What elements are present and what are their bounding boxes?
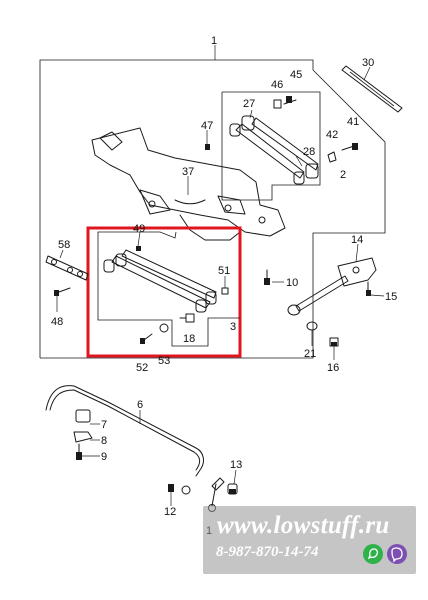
callout-7: 7 (101, 419, 107, 431)
callout-37: 37 (182, 166, 194, 178)
bracket-part-58 (45, 249, 89, 312)
callout-46: 46 (271, 79, 283, 91)
viber-icon (387, 544, 407, 564)
callout-8: 8 (101, 435, 107, 447)
callout-labels: 1 30 45 46 27 47 41 42 28 37 2 49 14 58 … (51, 35, 397, 537)
callout-41: 41 (347, 116, 359, 128)
callout-14: 14 (351, 234, 363, 246)
callout-49: 49 (133, 223, 145, 235)
callout-48: 48 (51, 316, 63, 328)
callout-51: 51 (218, 265, 230, 277)
callout-9: 9 (101, 451, 107, 463)
callout-42: 42 (326, 129, 338, 141)
callout-45: 45 (290, 69, 302, 81)
callout-18: 18 (183, 333, 195, 345)
lateral-link-part-14 (287, 243, 385, 360)
whatsapp-icon (363, 544, 383, 564)
strip-part-30 (341, 65, 403, 113)
callout-3: 3 (230, 321, 236, 333)
watermark-phone: 8-987-870-14-74 (216, 544, 319, 560)
assembly-bracket-frame (39, 45, 386, 359)
upper-fasteners (205, 96, 358, 163)
messenger-icons (363, 544, 407, 564)
callout-58: 58 (58, 239, 70, 251)
callout-21: 21 (304, 348, 316, 360)
callout-1: 1 (211, 35, 217, 47)
callout-52: 52 (136, 362, 148, 374)
watermark-site: www.lowstuff.ru (217, 512, 390, 539)
callout-53: 53 (158, 355, 170, 367)
callout-10: 10 (286, 277, 298, 289)
upper-control-arm-part (229, 109, 319, 185)
lower-link-part (97, 231, 240, 347)
callout-15: 15 (385, 291, 397, 303)
callout-2: 2 (340, 169, 346, 181)
highlight-box (86, 226, 242, 358)
watermark-banner: www.lowstuff.ru 8-987-870-14-74 (203, 506, 416, 574)
stabilizer-bar-part (45, 385, 204, 477)
crossmember-part (91, 127, 286, 241)
callout-16: 16 (327, 362, 339, 374)
callout-47: 47 (201, 120, 213, 132)
callout-30: 30 (362, 57, 374, 69)
callout-12: 12 (164, 506, 176, 518)
callout-6: 6 (137, 399, 143, 411)
callout-27: 27 (243, 98, 255, 110)
callout-13: 13 (230, 459, 242, 471)
bolt-part-10 (264, 269, 284, 285)
callout-28: 28 (303, 146, 315, 158)
